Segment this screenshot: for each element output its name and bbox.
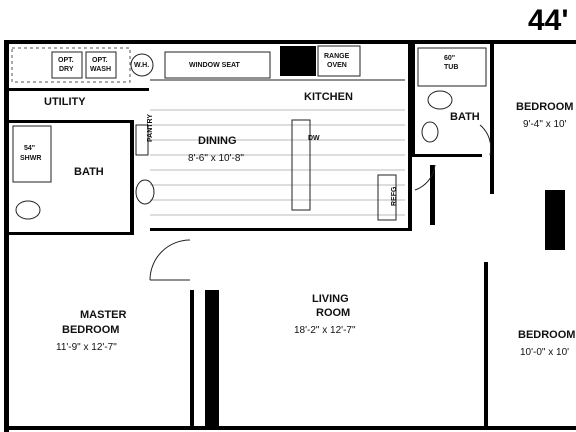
refrigerator-label: REFG bbox=[391, 186, 398, 206]
kitchen-counters: DW REFG PANTRY bbox=[135, 79, 405, 221]
tub-size-label: 60" bbox=[444, 55, 455, 62]
bedroom-top-size: 9'-4" x 10' bbox=[523, 119, 567, 130]
left-bath-label: BATH bbox=[74, 166, 104, 178]
utility-label: UTILITY bbox=[44, 96, 86, 108]
bedroom-bottom-size: 10'-0" x 10' bbox=[520, 347, 569, 358]
opt-dry-label-1: OPT. bbox=[58, 57, 74, 64]
shower-label: SHWR bbox=[20, 155, 41, 162]
door-swings bbox=[149, 124, 492, 281]
water-heater-label: W.H. bbox=[134, 62, 149, 69]
dining-size: 8'-6" x 10'-8" bbox=[188, 153, 244, 164]
opt-wash-label-2: WASH bbox=[90, 66, 111, 73]
tub-label: TUB bbox=[444, 64, 458, 71]
living-room-label-1: LIVING bbox=[312, 293, 349, 305]
living-room-size: 18'-2" x 12'-7" bbox=[294, 325, 356, 336]
exterior-walls bbox=[4, 40, 576, 432]
right-bath-fixtures: 60" TUB bbox=[417, 47, 487, 143]
bedroom-top-label: BEDROOM bbox=[516, 101, 573, 113]
shower-size-label: 54" bbox=[24, 145, 35, 152]
master-bedroom-label-2: BEDROOM bbox=[62, 324, 119, 336]
bedroom-bottom-label: BEDROOM bbox=[518, 329, 575, 341]
oven-label: OVEN bbox=[327, 62, 347, 69]
opt-wash-label-1: OPT. bbox=[92, 57, 108, 64]
left-bath-fixtures: 54" SHWR bbox=[12, 125, 155, 220]
kitchen-floor-hatch bbox=[150, 109, 405, 216]
master-bedroom-size: 11'-9" x 12'-7" bbox=[56, 342, 117, 353]
laundry-fixtures: OPT. DRY OPT. WASH W.H. bbox=[11, 47, 154, 83]
range-label: RANGE bbox=[324, 53, 350, 60]
dining-label: DINING bbox=[198, 135, 237, 147]
svg-text:WINDOW SEAT: WINDOW SEAT bbox=[189, 62, 241, 69]
plan-width-title: 44' bbox=[528, 4, 569, 37]
master-bedroom-label-1: MASTER bbox=[80, 309, 127, 321]
pantry-label: PANTRY bbox=[147, 114, 154, 142]
living-room-label-2: ROOM bbox=[316, 307, 350, 319]
dishwasher-label: DW bbox=[308, 135, 320, 142]
interior-walls bbox=[9, 44, 565, 426]
right-bath-label: BATH bbox=[450, 111, 480, 123]
range-oven: RANGE OVEN bbox=[280, 45, 361, 77]
kitchen-label: KITCHEN bbox=[304, 91, 353, 103]
window-seat: WINDOW SEAT bbox=[164, 51, 271, 79]
opt-dry-label-2: DRY bbox=[59, 66, 74, 73]
